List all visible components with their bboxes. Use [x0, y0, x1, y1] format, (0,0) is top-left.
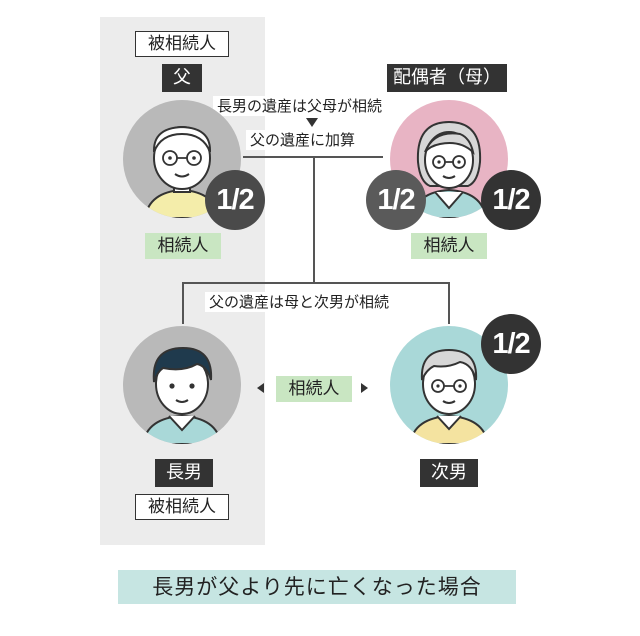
eldest-son-role-label: 被相続人	[135, 494, 229, 520]
eldest-son-avatar	[123, 326, 241, 444]
eldest-drop-line	[182, 282, 184, 324]
right-arrow-icon	[361, 383, 368, 393]
second-son-name-label: 次男	[420, 459, 478, 487]
second-son-share-badge: 1/2	[481, 314, 541, 374]
father-name-label: 父	[162, 64, 202, 92]
left-arrow-icon	[257, 383, 264, 393]
down-arrow-icon	[306, 118, 318, 127]
note-father-estate: 父の遺産は母と次男が相続	[205, 292, 393, 312]
father-role-label: 被相続人	[135, 31, 229, 57]
note-eldest-estate: 長男の遺産は父母が相続	[213, 96, 386, 116]
note-added-to-father: 父の遺産に加算	[246, 130, 359, 150]
diagram-caption: 長男が父より先に亡くなった場合	[118, 570, 516, 604]
mother-heir-label: 相続人	[411, 233, 487, 259]
children-bar-line	[182, 282, 449, 284]
sibling-heir-label: 相続人	[276, 376, 352, 402]
father-share-badge: 1/2	[205, 170, 265, 230]
mother-share-badge-from-eldest: 1/2	[481, 170, 541, 230]
eldest-son-name-label: 長男	[155, 459, 213, 487]
young-man-illustration-icon	[123, 326, 241, 444]
mother-share-badge-from-father: 1/2	[366, 170, 426, 230]
mother-name-label: 配偶者（母）	[387, 64, 507, 92]
second-drop-line	[448, 282, 450, 324]
father-heir-label: 相続人	[145, 233, 221, 259]
parent-child-trunk-line	[313, 156, 315, 282]
